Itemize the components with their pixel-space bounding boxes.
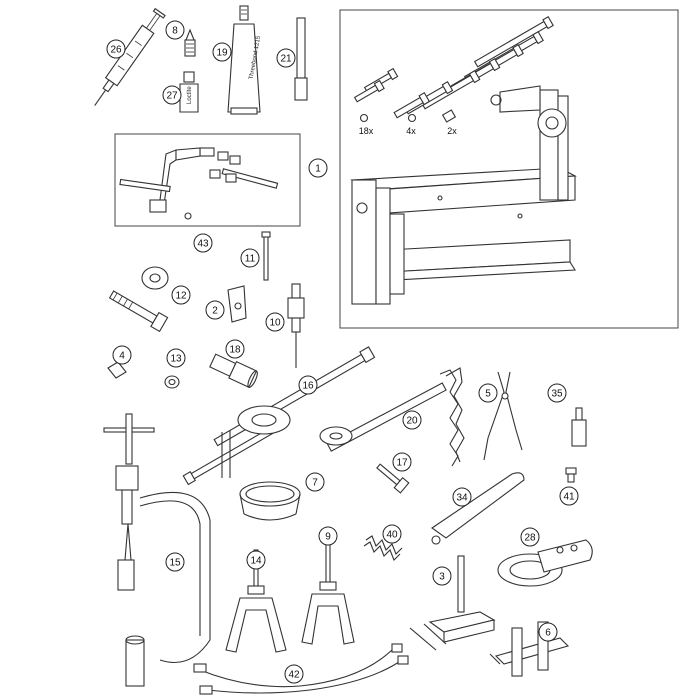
crank-tool [119, 147, 279, 220]
callout-34-number: 34 [456, 493, 468, 504]
callout-10: 10 [265, 312, 285, 332]
callout-16: 16 [298, 375, 318, 395]
callout-34: 34 [452, 487, 472, 507]
callout-3: 3 [432, 566, 452, 586]
socket-tool [209, 353, 258, 389]
callout-19: 19 [212, 42, 232, 62]
callout-18-number: 18 [229, 345, 241, 356]
two-jaw-puller-9 [301, 541, 355, 645]
hook-wrench-tool [431, 472, 525, 545]
callout-40-number: 40 [386, 530, 398, 541]
callout-17-number: 17 [396, 458, 408, 469]
callout-9-number: 9 [325, 532, 331, 543]
callout-21: 21 [276, 48, 296, 68]
callout-26: 26 [106, 39, 126, 59]
test-cable [193, 643, 409, 695]
screw-tool-41 [565, 467, 577, 483]
callout-42-number: 42 [288, 670, 300, 681]
callout-11: 11 [240, 248, 260, 268]
callout-43: 43 [193, 233, 213, 253]
callout-2: 2 [205, 300, 225, 320]
callout-17: 17 [392, 452, 412, 472]
engine-stand-frame [339, 9, 679, 329]
callout-21-number: 21 [280, 54, 292, 65]
bolt-and-washer [108, 266, 169, 333]
callout-10-number: 10 [269, 318, 281, 329]
callout-41: 41 [559, 486, 579, 506]
callout-13-number: 13 [170, 354, 182, 365]
callout-12-number: 12 [175, 291, 187, 302]
callout-8: 8 [165, 20, 185, 40]
loctite-bottle: Loctite [179, 71, 199, 113]
callout-35: 35 [547, 383, 567, 403]
callout-9: 9 [318, 526, 338, 546]
callout-43-number: 43 [197, 239, 209, 250]
compressor-tool [409, 555, 496, 651]
sealant-tube: Threebond 1215 [227, 5, 262, 115]
callout-15-number: 15 [169, 558, 181, 569]
pin-tool-35 [571, 407, 587, 447]
needle-tool [184, 28, 196, 57]
callout-5-number: 5 [485, 389, 491, 400]
spring-tool [363, 535, 403, 561]
ring-tool [239, 481, 301, 521]
t-handle-puller-tool [103, 413, 211, 687]
callout-20-number: 20 [406, 416, 418, 427]
callout-18: 18 [225, 339, 245, 359]
two-jaw-puller-14 [225, 549, 287, 653]
chain-wrench-tool [319, 367, 465, 467]
callout-3-number: 3 [439, 572, 445, 583]
quantity-4x: 4x [406, 126, 416, 136]
callout-2-number: 2 [212, 306, 218, 317]
callout-28-number: 28 [524, 533, 536, 544]
clip-tool [227, 285, 247, 323]
bushing-tool-4 [107, 361, 127, 379]
callout-26-number: 26 [110, 45, 122, 56]
item-43-frame [114, 133, 301, 227]
callout-15: 15 [165, 552, 185, 572]
callout-13: 13 [166, 348, 186, 368]
bottle-label: Loctite [187, 86, 193, 104]
callout-11-number: 11 [245, 254, 256, 265]
callout-19-number: 19 [216, 48, 228, 59]
quantity-2x: 2x [447, 126, 457, 136]
syringe-tool [94, 7, 166, 106]
puller-arms-tool [182, 346, 376, 486]
callout-6: 6 [538, 622, 558, 642]
callout-20: 20 [402, 410, 422, 430]
pin-tool-11 [261, 231, 271, 281]
callout-1-number: 1 [315, 164, 321, 175]
callout-8-number: 8 [172, 26, 178, 37]
callout-7-number: 7 [312, 478, 318, 489]
callout-14: 14 [246, 550, 266, 570]
callout-40: 40 [382, 524, 402, 544]
screw-tool [376, 463, 410, 494]
adapter-tool-10 [287, 283, 305, 368]
callout-27: 27 [162, 85, 182, 105]
callout-42: 42 [284, 664, 304, 684]
callout-35-number: 35 [551, 389, 563, 400]
callout-4-number: 4 [119, 351, 125, 362]
callout-16-number: 16 [302, 381, 314, 392]
stand-bolts [353, 16, 554, 123]
pliers-tool [483, 371, 523, 461]
callout-41-number: 41 [563, 492, 575, 503]
callout-5: 5 [478, 383, 498, 403]
callout-6-number: 6 [545, 628, 551, 639]
engine-stand-tool [350, 85, 577, 305]
callout-7: 7 [305, 472, 325, 492]
pin-tool-21 [294, 17, 308, 101]
splitter-tool [489, 621, 570, 677]
callout-27-number: 27 [166, 91, 178, 102]
callout-1: 1 [308, 158, 328, 178]
callout-12: 12 [171, 285, 191, 305]
callout-4: 4 [112, 345, 132, 365]
quantity-18x: 18x [359, 126, 374, 136]
callout-28: 28 [520, 527, 540, 547]
toothed-disc-tool [497, 539, 593, 587]
nut-tool [164, 375, 180, 389]
callout-14-number: 14 [250, 556, 262, 567]
